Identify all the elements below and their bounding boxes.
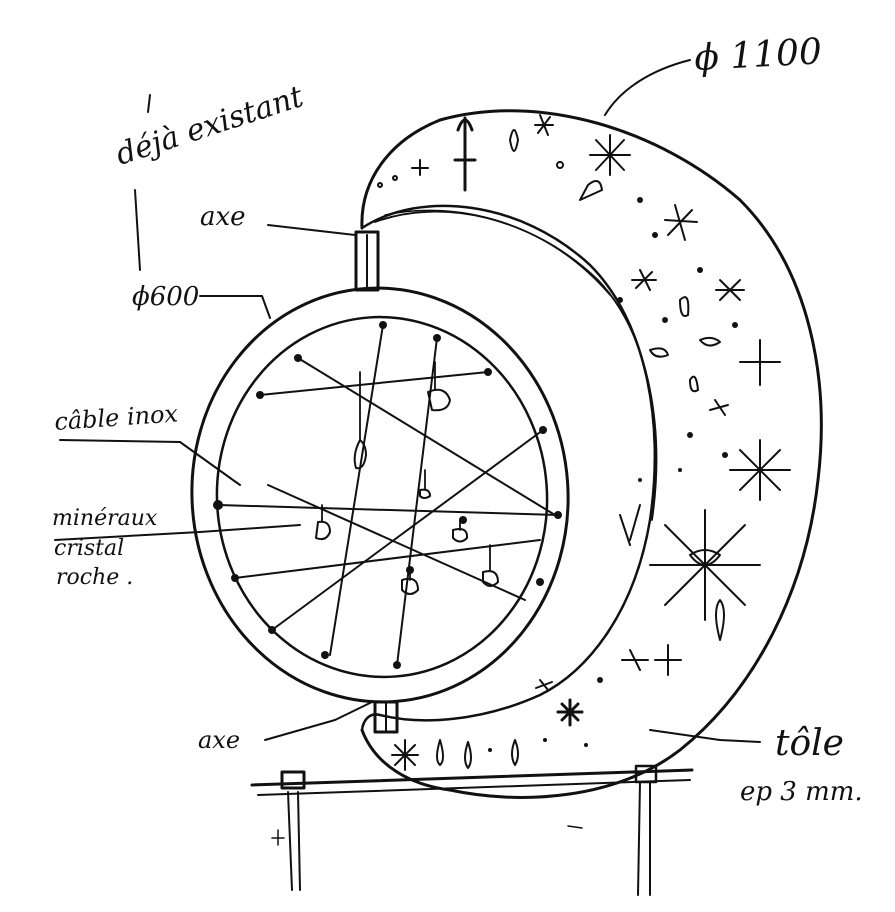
- label-axis-bottom: axe: [198, 726, 240, 754]
- label-existing: déjà existant: [112, 79, 309, 173]
- label-minerals: minéraux: [52, 506, 158, 531]
- label-axis-top: axe: [200, 202, 246, 232]
- label-thickness: ep 3 mm.: [740, 777, 863, 807]
- crescent-sheet: [360, 109, 823, 799]
- label-crystal: cristal: [54, 536, 124, 561]
- cable-anchors: [213, 321, 562, 669]
- label-rock: roche .: [56, 565, 133, 590]
- label-cable: câble inox: [53, 399, 179, 436]
- crescent-decoration: [377, 114, 791, 771]
- cables: [217, 324, 559, 666]
- label-sheet: tôle: [775, 723, 844, 764]
- label-diameter-inner: ϕ600: [132, 282, 199, 312]
- leader-lines: [54, 59, 761, 743]
- hanging-minerals: [315, 361, 499, 595]
- support-table: [250, 764, 694, 896]
- label-diameter-outer: ϕ 1100: [693, 31, 823, 79]
- axis-pins: [354, 230, 399, 734]
- annotations: ϕ 1100 déjà existant axe ϕ600 câble inox…: [52, 31, 863, 807]
